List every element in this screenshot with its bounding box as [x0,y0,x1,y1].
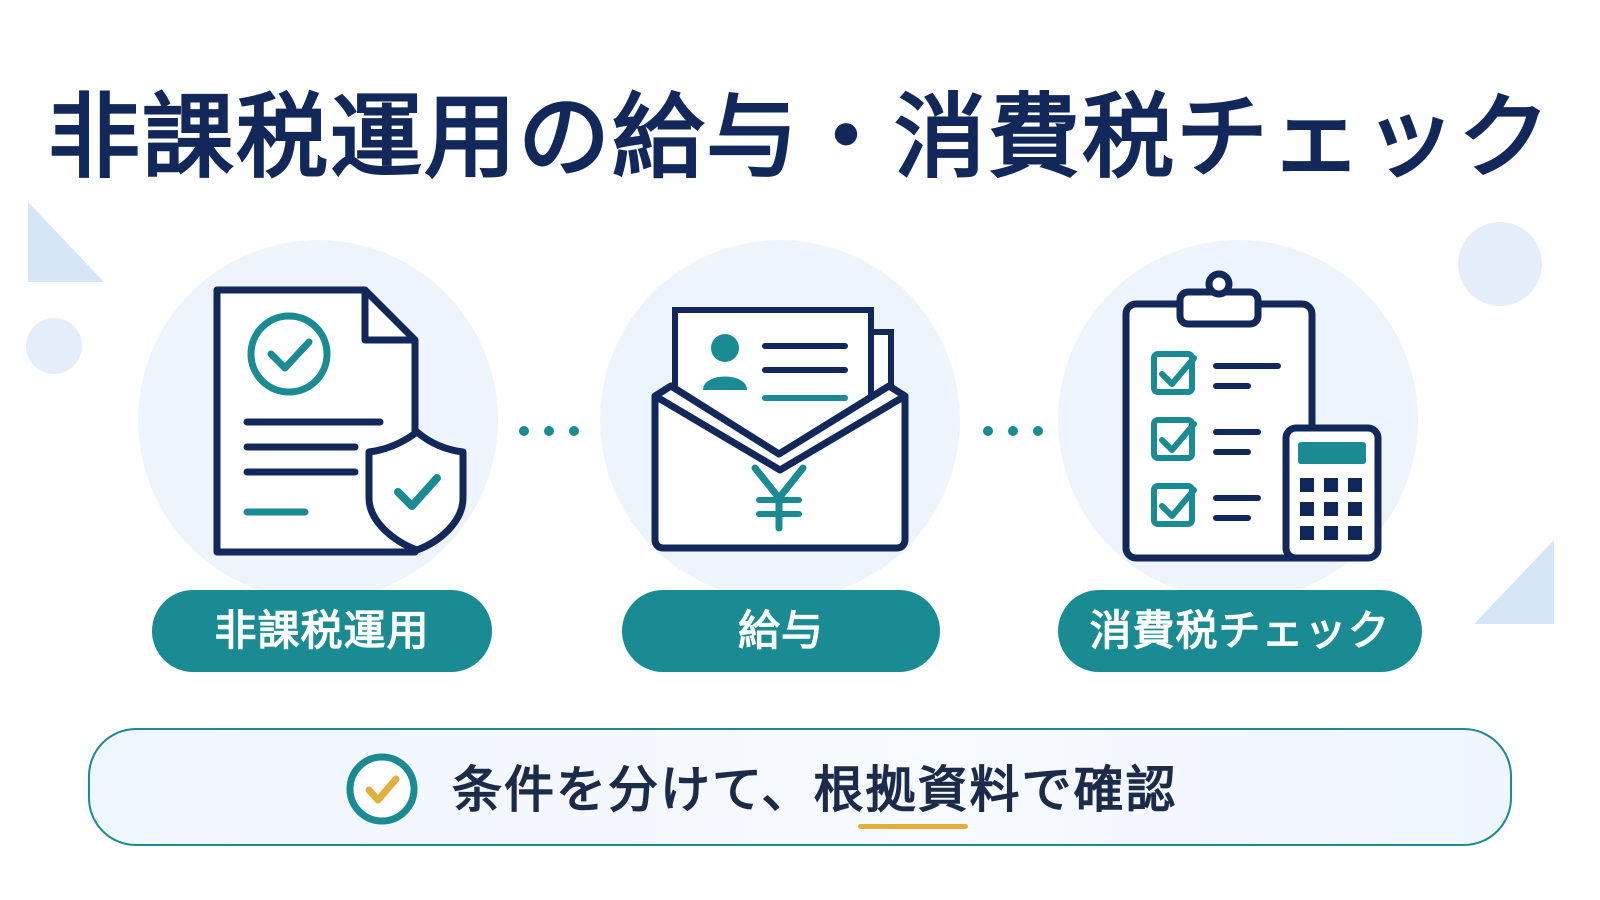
page-title: 非課税運用の給与・消費税チェック [47,84,1552,191]
decorative-triangle-right [1474,540,1554,624]
decorative-triangle-left [28,202,104,282]
summary-text: 条件を分けて、根拠資料で確認 [452,761,1178,819]
decorative-circle-right [1458,222,1542,306]
decorative-circle-left [26,318,82,374]
summary-banner [88,728,1512,846]
check-circle-icon [346,753,418,825]
checklist-calculator-icon [1122,270,1382,562]
connector-dots-2 [983,426,1043,436]
connector-dots-1 [519,426,579,436]
step-label-consumption-tax: 消費税チェック [1058,590,1422,672]
payslip-envelope-yen-icon [651,307,909,552]
step-label-salary: 給与 [622,590,940,672]
step-label-nontaxable: 非課税運用 [152,590,492,672]
document-shield-check-icon [213,286,467,556]
highlight-underline [858,824,968,829]
